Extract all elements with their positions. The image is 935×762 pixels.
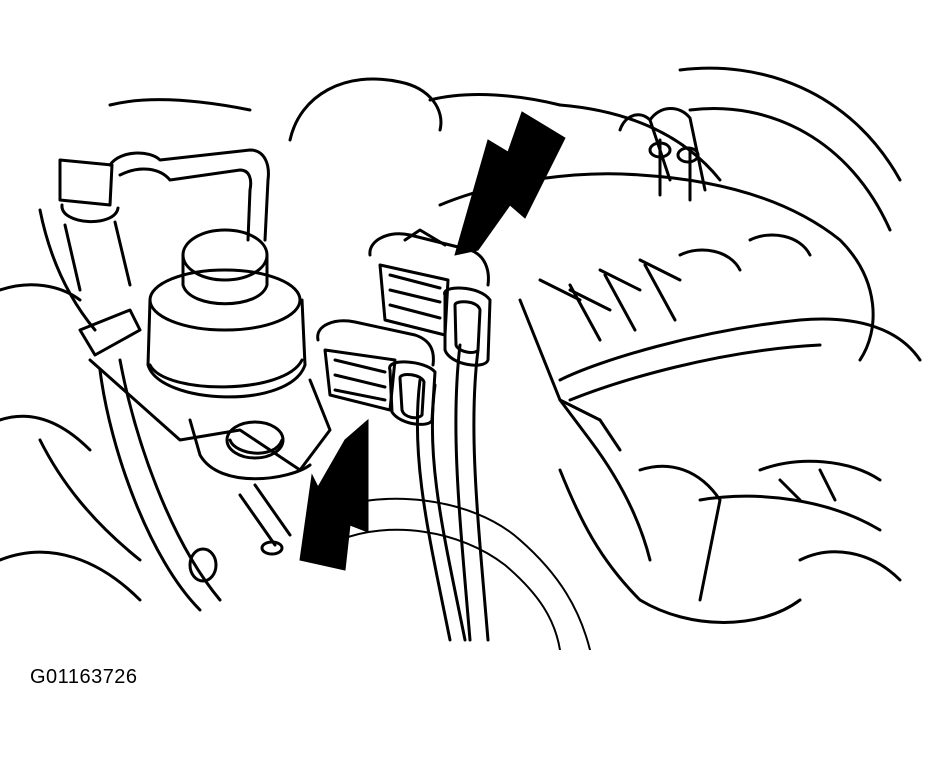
figure-id-label: G01163726 (30, 666, 138, 688)
reservoir-cap (146, 228, 307, 399)
background-outlines (0, 66, 902, 602)
arrow-top-pointer (454, 111, 566, 256)
mount-bracket (88, 358, 332, 612)
arrow-bottom-pointer (299, 418, 369, 571)
pipe-fitting-left (38, 148, 270, 357)
engine-connector-illustration (0, 66, 922, 650)
wire-harness (329, 343, 591, 650)
